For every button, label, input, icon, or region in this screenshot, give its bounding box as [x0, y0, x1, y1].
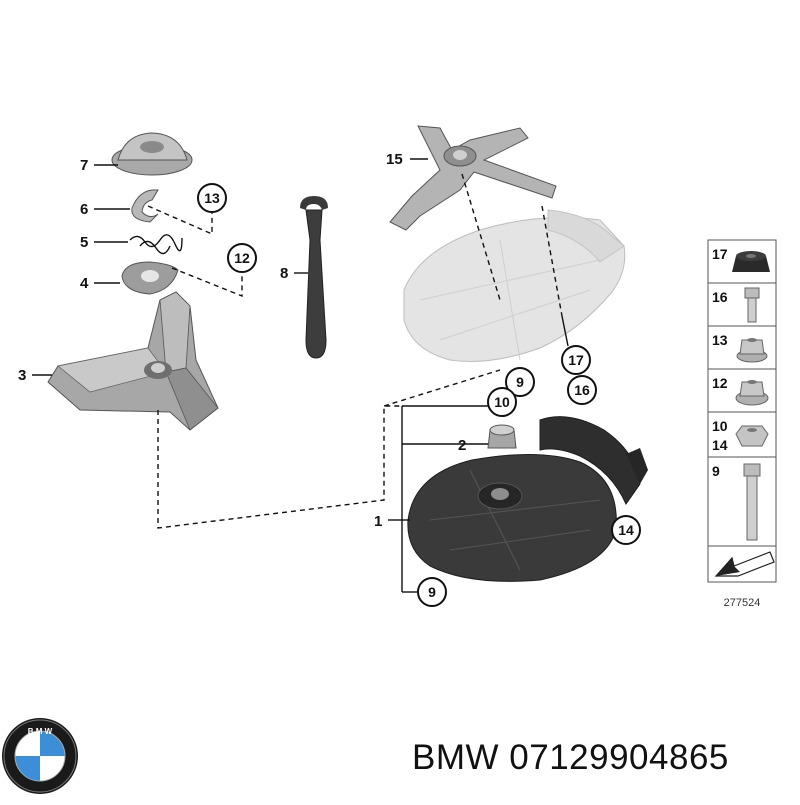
callout-17: 17	[568, 352, 584, 368]
short-bolt-icon	[744, 287, 760, 323]
callout-13: 13	[204, 190, 220, 206]
callout-5: 5	[80, 234, 88, 251]
legend-row-9-label: 9	[712, 463, 720, 479]
callout-15: 15	[386, 151, 403, 168]
legend-row-17-label: 17	[712, 246, 728, 262]
part-number-caption: BMW 07129904865	[412, 738, 729, 777]
hex-nut-icon	[735, 425, 769, 447]
legend-row-13-label: 13	[712, 332, 728, 348]
callout-9-top: 9	[516, 374, 524, 390]
callout-7: 7	[80, 157, 88, 174]
part-15-bracket-icon	[389, 125, 557, 231]
callout-3: 3	[18, 367, 26, 384]
callout-9-bottom-circle	[417, 577, 447, 607]
callout-14: 14	[618, 522, 634, 538]
callout-6: 6	[80, 201, 88, 218]
part-8-strap-icon	[300, 196, 328, 359]
svg-text:B M W: B M W	[28, 727, 53, 736]
part-2-bushing-icon	[487, 424, 517, 449]
callout-14-circle	[611, 515, 641, 545]
callout-8: 8	[280, 265, 288, 282]
legend-row-16-label: 16	[712, 289, 728, 305]
legend-row-14-label: 14	[712, 437, 728, 453]
legend-row-12-label: 12	[712, 375, 728, 391]
part-17-16-cover-icon	[403, 209, 626, 362]
flange-nut-icon	[736, 338, 768, 363]
part-5-spring-icon	[129, 234, 183, 255]
part-3-spider-mount-icon	[47, 291, 219, 431]
diagram-number: 277524	[724, 597, 761, 609]
legend-row-10-label: 10	[712, 418, 728, 434]
part-4-plate-icon	[121, 261, 179, 295]
bmw-logo-icon: B M W	[2, 718, 78, 794]
callout-9-bottom: 9	[428, 584, 436, 600]
long-bolt-icon	[743, 463, 761, 541]
collar-nut-icon	[735, 380, 769, 406]
callout-1: 1	[374, 513, 382, 530]
callout-12: 12	[234, 250, 250, 266]
legend-table: 17 16 13 12 10 14 9	[707, 239, 777, 609]
callout-16-circle	[567, 375, 597, 405]
callout-10-circle	[487, 387, 517, 417]
callout-2: 2	[458, 437, 466, 454]
callout-4: 4	[80, 275, 89, 292]
callout-10: 10	[494, 394, 510, 410]
rubber-buffer-icon	[732, 251, 770, 272]
part-7-cap-icon	[111, 132, 193, 176]
callout-16: 16	[574, 382, 590, 398]
callout-9-top-circle	[505, 367, 535, 397]
callout-17-circle	[561, 345, 591, 375]
direction-arrow-icon	[714, 551, 775, 577]
part-6-clip-icon	[131, 189, 159, 223]
part-1-spare-wheel-mount-icon	[407, 416, 648, 582]
